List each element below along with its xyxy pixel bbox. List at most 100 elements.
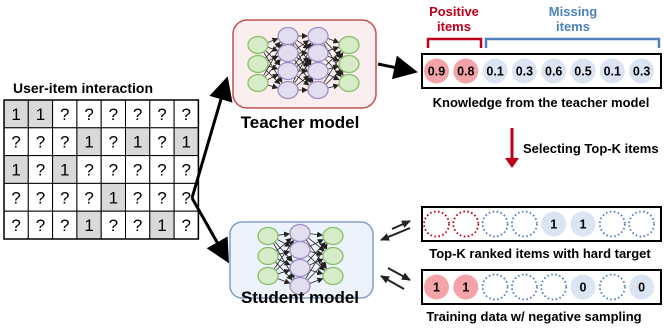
teacher-model-label: Teacher model [241, 113, 360, 132]
network-edge [327, 46, 340, 52]
io-node [257, 266, 279, 286]
positive-bracket [426, 37, 483, 48]
matrix-cell [100, 210, 126, 240]
item-value: 0.9 [428, 65, 445, 79]
network-edge [307, 261, 326, 281]
empty-item-slot [540, 273, 568, 301]
network-edge [309, 277, 324, 284]
io-node [322, 226, 344, 246]
teacher-to-knowledge-arrow [377, 55, 418, 80]
matrix-cell-value: ? [84, 105, 93, 124]
network-edge [296, 57, 310, 67]
io-node [322, 246, 344, 266]
item-value: 0 [580, 281, 587, 295]
selecting-arrow-head [505, 158, 519, 168]
hidden-node [289, 223, 311, 243]
io-node [257, 226, 279, 246]
matrix-cell-value: ? [84, 188, 93, 207]
empty-item-slot [481, 273, 509, 301]
matrix-cell-value: ? [157, 105, 166, 124]
matrix-cell [52, 182, 78, 212]
item-value: 1 [462, 281, 469, 295]
matrix-cell-value: ? [182, 188, 191, 207]
empty-item-slot [452, 210, 480, 238]
matrix-cell [76, 210, 102, 240]
io-node [257, 246, 279, 266]
item-circle [570, 211, 596, 237]
matrix-title: User-item interaction [13, 80, 153, 96]
matrix-cell-value: ? [36, 133, 45, 152]
matrix-cell [149, 155, 175, 184]
item-value: 0.8 [457, 65, 474, 79]
network-edge [277, 231, 291, 238]
io-node [338, 35, 360, 55]
network-edge [267, 37, 279, 44]
network-edge [277, 249, 291, 256]
student-training-arrows [380, 267, 411, 290]
matrix-cell-value: ? [182, 105, 191, 124]
empty-item-slot [598, 273, 626, 301]
matrix-cell-value: ? [60, 188, 69, 207]
matrix-cell [125, 127, 151, 157]
empty-item-slot [423, 210, 450, 238]
item-circle [629, 58, 655, 84]
network-edge [293, 59, 312, 84]
matrix-cell-value: ? [133, 161, 142, 180]
student-network [257, 223, 344, 296]
matrix-cell-value: 1 [182, 133, 191, 152]
matrix-cell-value: 1 [157, 216, 166, 235]
missing-bracket [484, 37, 661, 48]
matrix-cell-value: ? [36, 216, 45, 235]
matrix-cell-value: ? [109, 105, 118, 124]
network-edge [264, 58, 281, 78]
network-edge [309, 231, 324, 238]
matrix-cell [100, 155, 126, 184]
matrix-cell-value: ? [133, 188, 142, 207]
matrix-cell-value: ? [36, 161, 45, 180]
hidden-node [277, 80, 299, 100]
matrix-cell-value: ? [84, 161, 93, 180]
training-caption: Training data w/ negative sampling [426, 309, 641, 324]
network-edge [327, 83, 340, 90]
hidden-node [307, 26, 329, 46]
empty-item-slot [598, 210, 626, 238]
matrix-cell [173, 127, 199, 157]
hidden-node [307, 43, 329, 63]
network-edge [327, 37, 340, 44]
item-value: 1 [580, 218, 587, 232]
item-circle [541, 211, 567, 237]
matrix-cell-value: ? [36, 188, 45, 207]
empty-item-slot [628, 210, 655, 238]
hidden-node [307, 61, 329, 81]
item-circle [482, 58, 508, 84]
matrix-cell-value: ? [182, 161, 191, 180]
item-circle [599, 58, 625, 84]
network-edge [267, 83, 279, 90]
network-edge [276, 239, 291, 247]
io-node [247, 35, 269, 55]
item-value: 0.3 [633, 65, 650, 79]
item-circle [511, 58, 537, 84]
matrix-cell [125, 99, 151, 129]
network-edge [309, 239, 324, 248]
network-edge [267, 46, 279, 52]
network-edge [325, 69, 342, 85]
item-value: 1 [550, 218, 557, 232]
matrix-cell [149, 182, 175, 212]
matrix-cell [27, 127, 54, 157]
missing-items-label-line1: Missing [549, 4, 597, 19]
matrix-cell-value: ? [157, 188, 166, 207]
topk-caption: Top-K ranked items with hard target [429, 246, 651, 261]
student-topk-arrows [380, 220, 411, 241]
io-node [322, 266, 344, 286]
matrix-cell [52, 155, 78, 184]
hidden-node [277, 43, 299, 63]
network-edge [267, 55, 279, 62]
network-edge [323, 51, 344, 84]
matrix-border [3, 99, 200, 240]
hidden-node [277, 61, 299, 81]
network-edge [305, 243, 328, 280]
